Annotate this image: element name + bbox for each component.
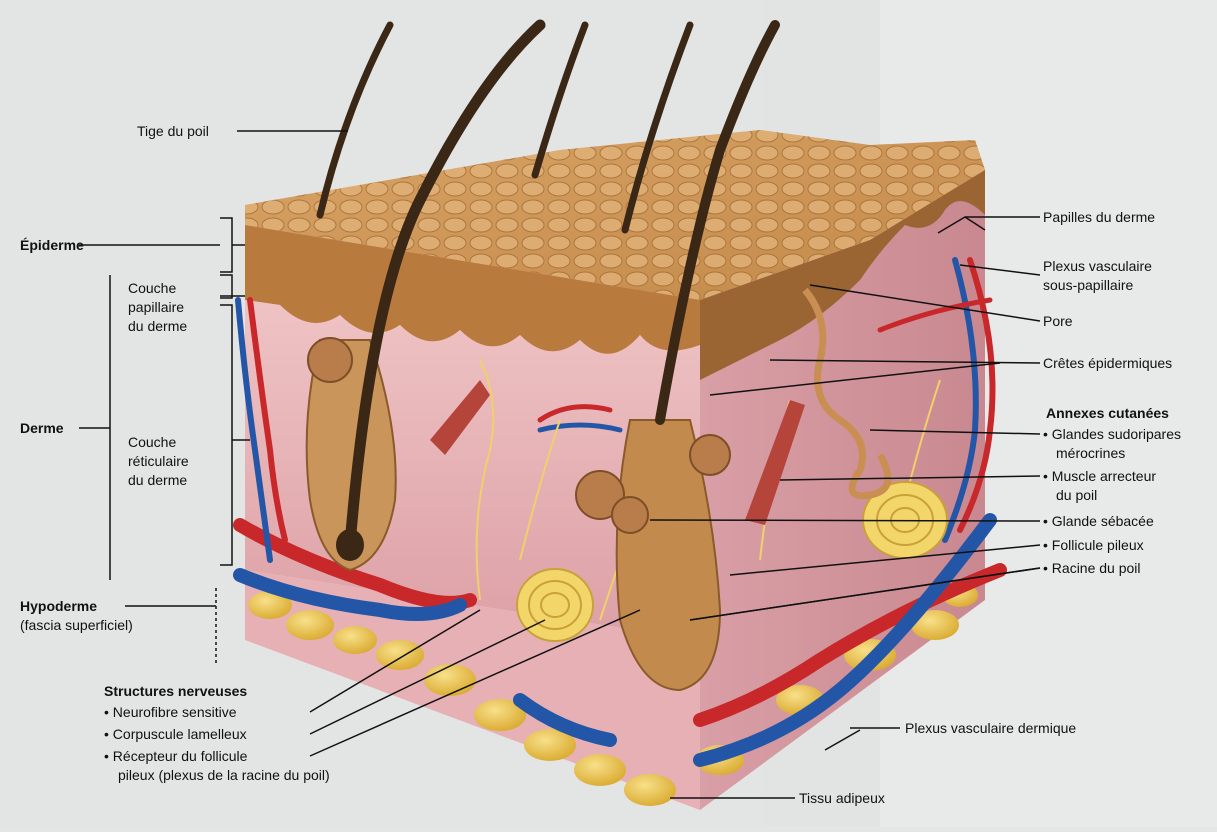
nerve-item-follicle-receptor-cont: pileux (plexus de la racine du poil) [118, 766, 330, 784]
label-reticular-line1: Couche [128, 433, 176, 451]
label-papillary-line2: papillaire [128, 298, 184, 316]
label-reticular-line3: du derme [128, 471, 187, 489]
label-hair-shaft: Tige du poil [137, 122, 209, 140]
label-dermal-papillae: Papilles du derme [1043, 208, 1155, 226]
label-subpapillary-line1: Plexus vasculaire [1043, 257, 1152, 275]
label-dermal-vascular-plexus: Plexus vasculaire dermique [905, 719, 1076, 737]
nerve-item-follicle-receptor: • Récepteur du follicule [104, 747, 247, 765]
label-papillary-line3: du derme [128, 317, 187, 335]
label-sweat-line2: mérocrines [1056, 444, 1125, 462]
label-dermis: Derme [20, 419, 64, 437]
label-hair-root: • Racine du poil [1043, 559, 1141, 577]
label-superficial-fascia: (fascia superficiel) [20, 616, 133, 634]
label-hair-follicle: • Follicule pileux [1043, 536, 1144, 554]
label-sweat-line1: • Glandes sudoripares [1043, 425, 1181, 443]
label-hypodermis: Hypoderme [20, 597, 97, 615]
label-adipose-tissue: Tissu adipeux [799, 789, 885, 807]
label-skin-appendages-title: Annexes cutanées [1046, 404, 1169, 422]
label-muscle-line1: • Muscle arrecteur [1043, 467, 1156, 485]
label-muscle-line2: du poil [1056, 486, 1097, 504]
nerve-item-sensory-fiber: • Neurofibre sensitive [104, 703, 237, 721]
label-papillary-line1: Couche [128, 279, 176, 297]
nerve-legend-title: Structures nerveuses [104, 682, 247, 700]
label-pore: Pore [1043, 312, 1073, 330]
label-reticular-line2: réticulaire [128, 452, 189, 470]
nerve-item-lamellar-corpuscle: • Corpuscule lamelleux [104, 725, 247, 743]
label-subpapillary-line2: sous-papillaire [1043, 276, 1133, 294]
label-epidermal-ridges: Crêtes épidermiques [1043, 354, 1172, 372]
label-sebaceous-gland: • Glande sébacée [1043, 512, 1154, 530]
label-epidermis: Épiderme [20, 236, 84, 254]
